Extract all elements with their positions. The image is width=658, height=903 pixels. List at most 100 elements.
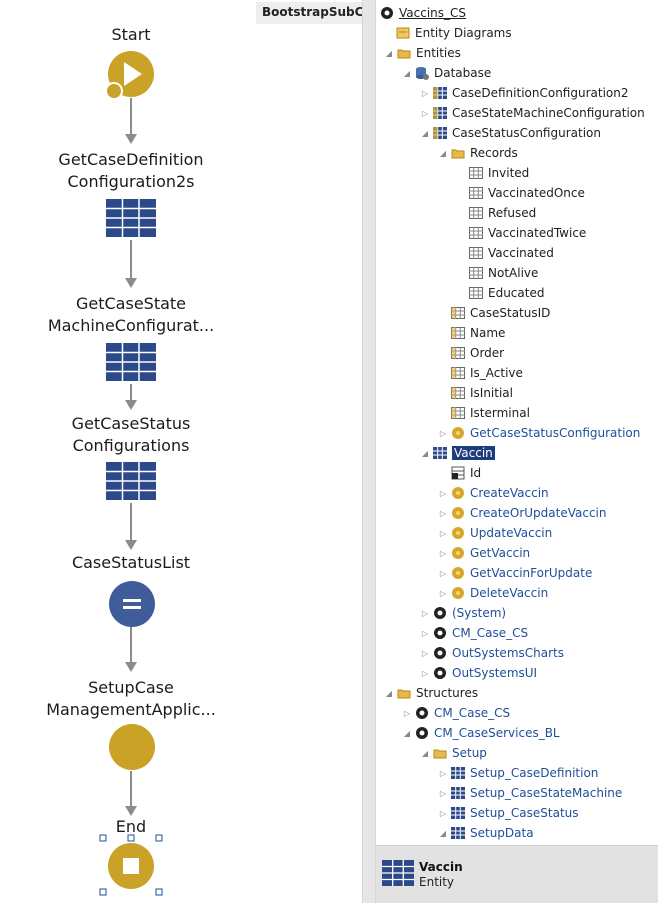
collapse-icon[interactable]: ◢: [439, 828, 447, 838]
structure-icon: [451, 806, 465, 820]
tree-attribute-item[interactable]: Is_Active: [451, 363, 523, 383]
tree-record-item[interactable]: Educated: [469, 283, 544, 303]
assign-node-icon[interactable]: [108, 580, 156, 628]
expand-icon[interactable]: ▷: [439, 788, 447, 798]
node5-label-line2: ManagementApplic...: [46, 700, 216, 719]
tree-folder-entities[interactable]: ◢ Entities: [384, 43, 461, 63]
collapse-icon[interactable]: ◢: [385, 688, 393, 698]
tree-label: UpdateVaccin: [470, 526, 553, 540]
tree-referenced-module[interactable]: ▷(System): [420, 603, 506, 623]
elements-tree-panel[interactable]: Vaccins_CS Entity Diagrams ◢ Entities ◢ …: [376, 0, 658, 903]
expand-icon[interactable]: ▷: [439, 508, 447, 518]
expand-icon[interactable]: ▷: [421, 628, 429, 638]
tree-item-database[interactable]: ◢ Database: [402, 63, 491, 83]
tree-structure-module-cm-case[interactable]: ▷ CM_Case_CS: [402, 703, 510, 723]
tree-structure-item[interactable]: ▷Setup_CaseStatus: [438, 803, 579, 823]
expand-icon[interactable]: ▷: [439, 488, 447, 498]
tree-record-item[interactable]: NotAlive: [469, 263, 538, 283]
tree-label: CaseDefinitionConfiguration2: [452, 86, 629, 100]
tree-attribute-item[interactable]: IsInitial: [451, 383, 513, 403]
expand-icon[interactable]: ▷: [439, 428, 447, 438]
structure-icon: [451, 766, 465, 780]
tree-item-entity-diagrams[interactable]: Entity Diagrams: [396, 23, 512, 43]
tree-structure-module-cm-services[interactable]: ◢ CM_CaseServices_BL: [402, 723, 560, 743]
start-node-icon[interactable]: [105, 50, 157, 102]
tree-entity-action[interactable]: ▷ UpdateVaccin: [438, 523, 552, 543]
tree-record-item[interactable]: VaccinatedOnce: [469, 183, 585, 203]
tree-entity-action[interactable]: ▷GetVaccin: [438, 543, 530, 563]
collapse-icon[interactable]: ◢: [421, 128, 429, 138]
expand-icon[interactable]: ▷: [421, 608, 429, 618]
attribute-icon: [451, 386, 465, 400]
tree-entity-action[interactable]: ▷GetVaccinForUpdate: [438, 563, 592, 583]
tree-folder-setup[interactable]: ◢ Setup: [420, 743, 487, 763]
tree-entity-action[interactable]: ▷DeleteVaccin: [438, 583, 548, 603]
tree-entity-case-status-config[interactable]: ◢ CaseStatusConfiguration: [420, 123, 601, 143]
end-node-icon[interactable]: [99, 834, 163, 896]
tree-label: OutSystemsCharts: [452, 646, 564, 660]
tree-record-item[interactable]: VaccinatedTwice: [469, 223, 586, 243]
collapse-icon[interactable]: ◢: [403, 728, 411, 738]
record-icon: [469, 286, 483, 300]
expand-icon[interactable]: ▷: [439, 548, 447, 558]
tree-referenced-module[interactable]: ▷OutSystemsUI: [420, 663, 537, 683]
tree-attribute-item[interactable]: Name: [451, 323, 505, 343]
selection-info-bar: Vaccin Entity: [376, 845, 658, 903]
end-label: End: [115, 817, 147, 836]
tree-referenced-module[interactable]: ▷CM_Case_CS: [420, 623, 528, 643]
expand-icon[interactable]: ▷: [421, 648, 429, 658]
expand-icon[interactable]: ▷: [421, 108, 429, 118]
expand-icon[interactable]: ▷: [421, 668, 429, 678]
expand-icon[interactable]: ▷: [439, 808, 447, 818]
tree-folder-structures[interactable]: ◢ Structures: [384, 683, 478, 703]
expand-icon[interactable]: ▷: [439, 588, 447, 598]
tree-attribute-id[interactable]: Id: [451, 463, 481, 483]
tree-structure-item[interactable]: ▷ Setup_CaseDefinition: [438, 763, 598, 783]
tree-referenced-module[interactable]: ▷ OutSystemsCharts: [420, 643, 564, 663]
expand-icon[interactable]: ▷: [403, 708, 411, 718]
collapse-icon[interactable]: ◢: [385, 48, 393, 58]
tree-entity-action[interactable]: ▷CreateVaccin: [438, 483, 549, 503]
tree-label: VaccinatedOnce: [488, 186, 585, 200]
flow-tab-title[interactable]: BootstrapSubCase: [256, 2, 393, 24]
record-icon: [469, 186, 483, 200]
tree-label: Isterminal: [470, 406, 530, 420]
collapse-icon[interactable]: ◢: [403, 68, 411, 78]
tree-label: Setup_CaseDefinition: [470, 766, 599, 780]
aggregate-icon[interactable]: [106, 343, 156, 381]
tree-structure-item[interactable]: ▷Setup_CaseStateMachine: [438, 783, 622, 803]
tree-folder-records[interactable]: ◢ Records: [438, 143, 518, 163]
tree-structure-item[interactable]: ◢SetupData: [438, 823, 534, 843]
entity-icon: [433, 126, 447, 140]
panel-splitter[interactable]: [362, 0, 376, 903]
tree-entity-action[interactable]: ▷CreateOrUpdateVaccin: [438, 503, 607, 523]
expand-icon[interactable]: ▷: [439, 528, 447, 538]
tree-root-vaccins-cs[interactable]: Vaccins_CS: [380, 3, 466, 23]
node5-label-line1: SetupCase: [88, 678, 174, 697]
collapse-icon[interactable]: ◢: [439, 148, 447, 158]
flow-canvas[interactable]: BootstrapSubCase Start GetCaseDefinition…: [0, 0, 393, 903]
tree-record-item[interactable]: Refused: [469, 203, 536, 223]
tree-record-item[interactable]: Vaccinated: [469, 243, 554, 263]
expand-icon[interactable]: ▷: [421, 88, 429, 98]
tree-record-item[interactable]: Invited: [469, 163, 529, 183]
aggregate-icon[interactable]: [106, 199, 156, 237]
expand-icon[interactable]: ▷: [439, 568, 447, 578]
tree-entity-vaccin[interactable]: ◢ Vaccin: [420, 443, 495, 463]
database-icon: [415, 66, 429, 80]
module-icon: [433, 606, 447, 620]
tree-attribute-item[interactable]: Isterminal: [451, 403, 530, 423]
tree-action-get-case-status-config[interactable]: ▷ GetCaseStatusConfiguration: [438, 423, 640, 443]
run-action-node-icon[interactable]: [108, 723, 156, 771]
tree-attribute-item[interactable]: CaseStatusID: [451, 303, 550, 323]
expand-icon[interactable]: ▷: [439, 768, 447, 778]
node4-label: CaseStatusList: [71, 553, 191, 572]
tree-entity-case-def-config[interactable]: ▷ CaseDefinitionConfiguration2: [420, 83, 629, 103]
tree-attribute-item[interactable]: Order: [451, 343, 504, 363]
tree-entity-case-sm-config[interactable]: ▷ CaseStateMachineConfiguration: [420, 103, 645, 123]
entity-icon: [433, 106, 447, 120]
collapse-icon[interactable]: ◢: [421, 448, 429, 458]
module-icon: [433, 646, 447, 660]
collapse-icon[interactable]: ◢: [421, 748, 429, 758]
aggregate-icon[interactable]: [106, 462, 156, 500]
